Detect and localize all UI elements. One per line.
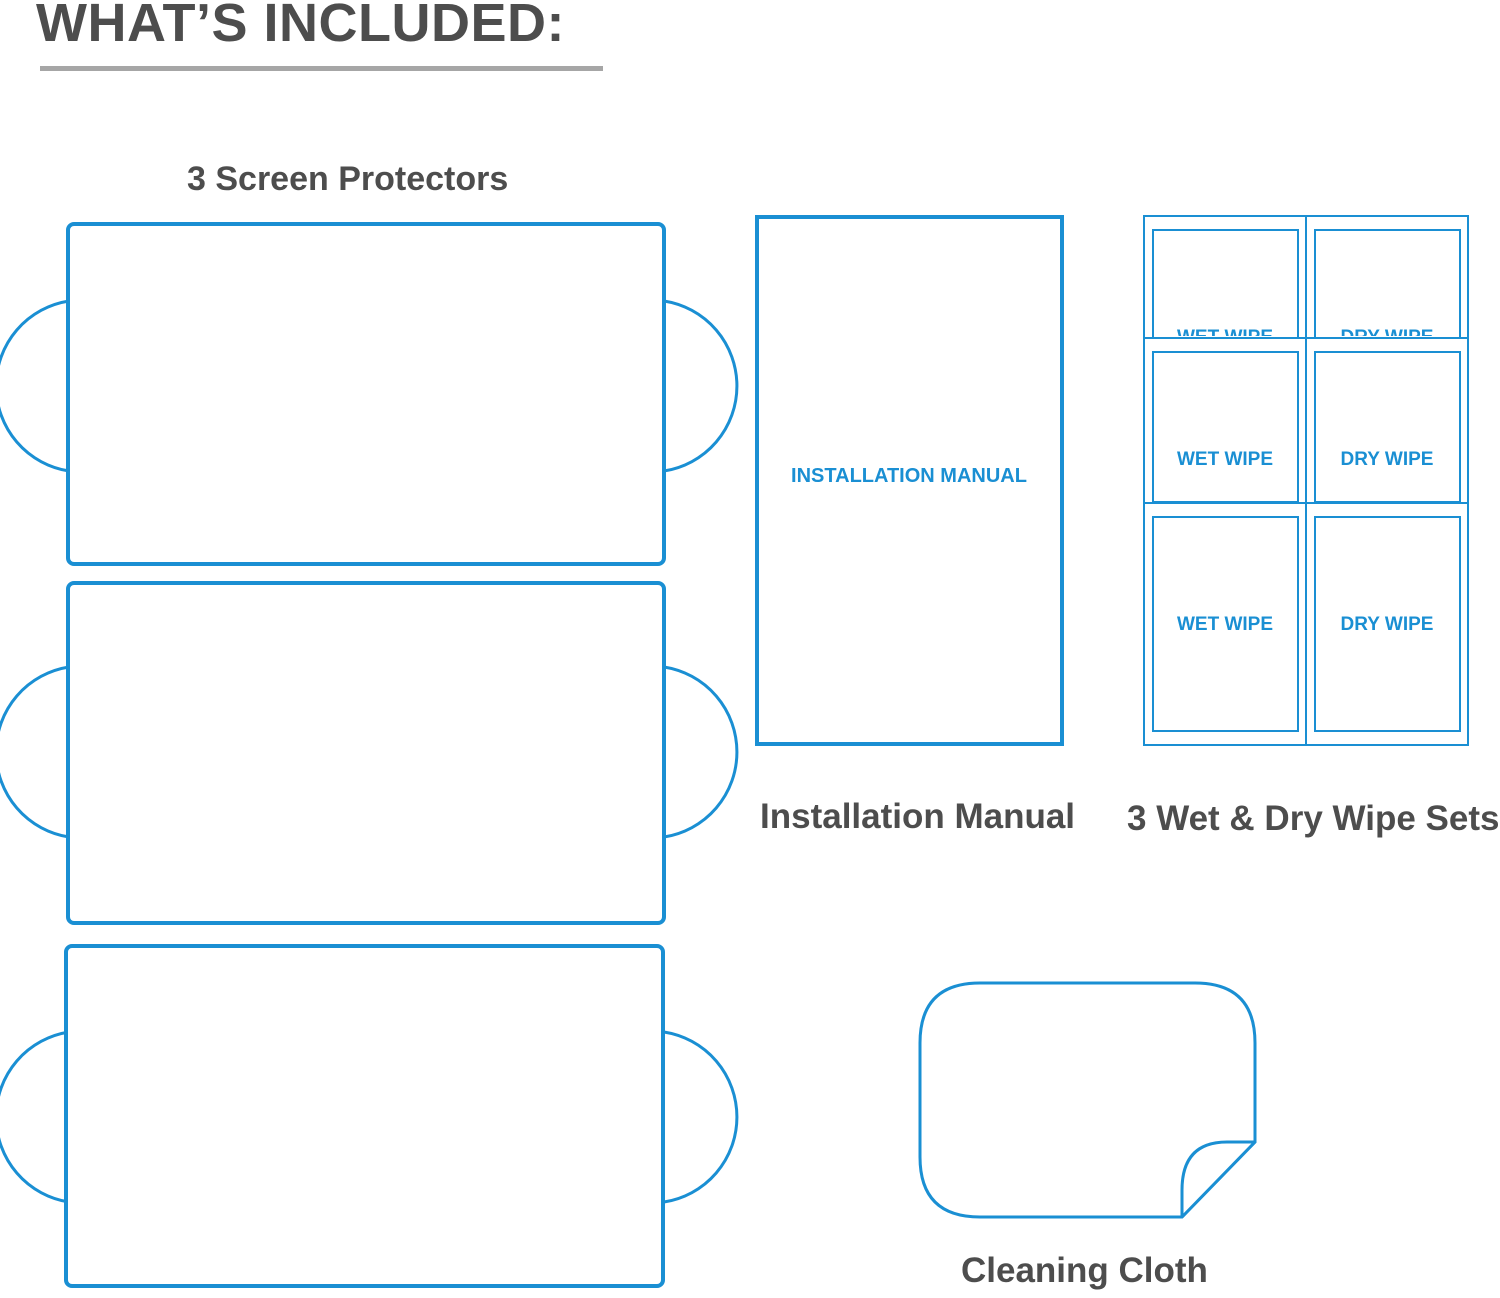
screen-protectors-caption: 3 Screen Protectors [187,160,509,198]
protector-film [66,581,666,925]
heading-underline [40,66,603,71]
screen-protector [0,944,739,1288]
pull-tab-right [663,665,739,839]
wet-wipe-label: WET WIPE [1177,327,1273,348]
wipe-packet-wet: WET WIPE [1143,337,1307,509]
manual-cover-label: INSTALLATION MANUAL [791,465,1027,487]
screen-protector [0,222,739,566]
installation-manual: INSTALLATION MANUAL [755,215,1064,746]
wipe-sets: WET WIPE DRY WIPE WET WIPE DRY WIPE WET … [1143,215,1469,746]
wipe-sets-caption: 3 Wet & Dry Wipe Sets [1127,799,1500,838]
page-heading: WHAT’S INCLUDED: [36,0,565,53]
dry-wipe-label: DRY WIPE [1341,449,1434,470]
dry-wipe-label: DRY WIPE [1341,614,1434,635]
wet-wipe-label: WET WIPE [1177,614,1273,635]
cloth-body [918,981,1257,1219]
dry-wipe-label: DRY WIPE [1341,327,1434,348]
protector-film [66,222,666,566]
wet-wipe-label: WET WIPE [1177,449,1273,470]
manual-booklet [755,215,1064,746]
pull-tab-right [663,299,739,473]
wipe-packet-dry: DRY WIPE [1305,502,1469,746]
cleaning-cloth [918,981,1257,1219]
installation-manual-caption: Installation Manual [760,797,1076,836]
wipe-packet-dry: DRY WIPE [1305,337,1469,509]
cloth-folded-corner [1180,1140,1257,1219]
wipe-packet-wet: WET WIPE [1143,502,1307,746]
pull-tab-left [0,665,70,839]
protector-film [64,944,665,1288]
screen-protector [0,581,739,925]
pull-tab-left [0,1030,70,1204]
pull-tab-right [663,1030,739,1204]
cleaning-cloth-caption: Cleaning Cloth [961,1251,1208,1290]
pull-tab-left [0,299,70,473]
